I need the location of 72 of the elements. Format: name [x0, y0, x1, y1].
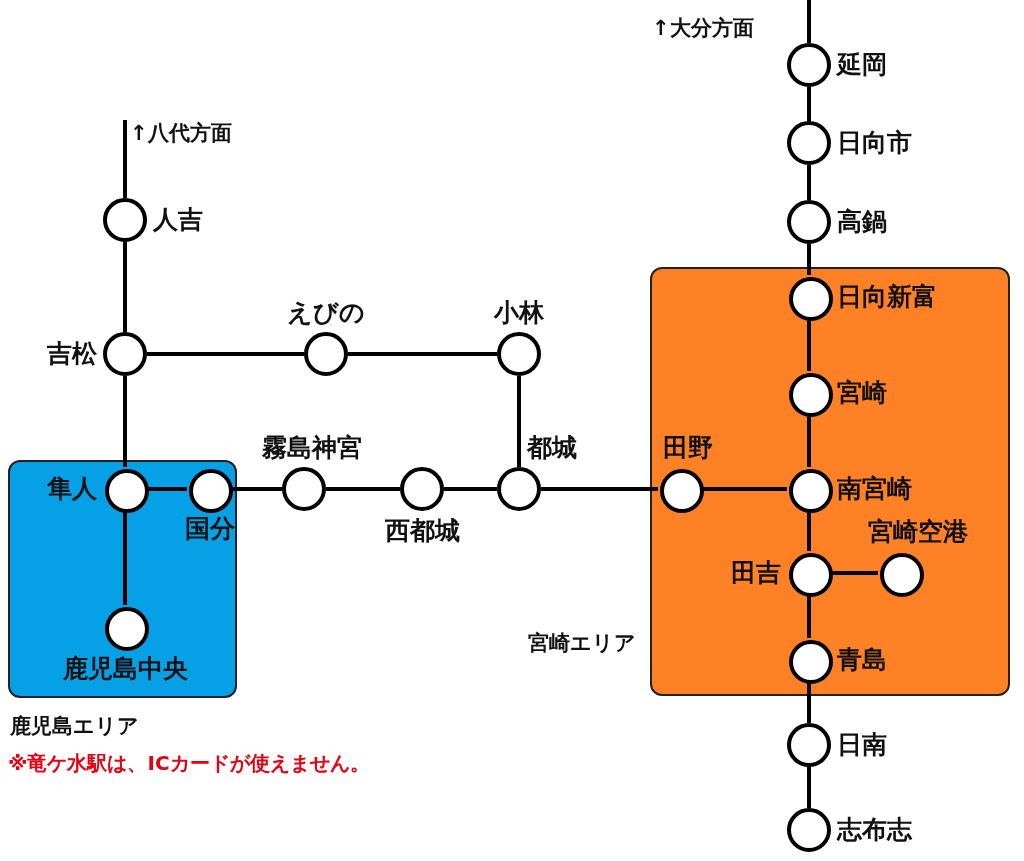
station-circle: [282, 467, 326, 511]
rail-line: [807, 767, 811, 808]
note-text: ※竜ケ水駅は、ICカードが使えません。: [8, 752, 370, 774]
station-name: 高鍋: [837, 208, 887, 236]
station-circle: [787, 200, 831, 244]
rail-line: [807, 0, 811, 43]
rail-line: [807, 165, 811, 200]
rail-line: [444, 487, 497, 491]
station-name: 霧島神宮: [262, 433, 362, 461]
rail-line: [807, 595, 811, 638]
rail-line: [807, 511, 811, 551]
area-caption: 宮崎エリア: [528, 630, 636, 657]
rail-line: [147, 487, 187, 491]
direction-label: ↑八代方面: [130, 122, 232, 146]
station-circle: [660, 469, 704, 513]
station-name: 延岡: [837, 51, 887, 79]
station-circle: [787, 808, 831, 852]
station-name: 志布志: [837, 816, 912, 844]
rail-line: [807, 415, 811, 467]
station-circle: [789, 469, 833, 513]
station-circle: [105, 469, 149, 513]
station-circle: [787, 723, 831, 767]
station-name: 日向新富: [837, 283, 937, 311]
station-circle: [789, 640, 833, 684]
rail-line: [807, 244, 811, 275]
rail-line: [348, 352, 497, 356]
rail-line: [123, 242, 127, 332]
rail-line: [123, 120, 127, 198]
station-name: 田野: [663, 433, 713, 461]
rail-line: [807, 87, 811, 121]
station-name: 人吉: [153, 206, 203, 234]
station-name: 日向市: [837, 129, 912, 157]
station-name: 国分: [185, 515, 235, 543]
rail-line: [702, 487, 787, 491]
rail-line: [517, 376, 521, 467]
rail-line: [326, 487, 400, 491]
station-circle: [103, 198, 147, 242]
rail-line: [123, 376, 127, 467]
station-circle: [880, 553, 924, 597]
rail-line: [541, 487, 658, 491]
station-name: 西都城: [384, 517, 460, 545]
station-circle: [497, 332, 541, 376]
station-name: 隼人: [47, 475, 97, 503]
rail-line: [807, 319, 811, 371]
station-circle: [105, 607, 149, 651]
station-name: 鹿児島中央: [62, 655, 188, 683]
station-name: 都城: [527, 433, 577, 461]
station-name: 宮崎: [837, 379, 887, 407]
station-name: 小林: [494, 298, 544, 326]
rail-line: [831, 571, 878, 575]
station-circle: [497, 467, 541, 511]
station-circle: [189, 469, 233, 513]
station-name: 青島: [837, 646, 887, 674]
station-circle: [787, 43, 831, 87]
station-circle: [789, 277, 833, 321]
station-circle: [789, 373, 833, 417]
station-name: 宮崎空港: [868, 517, 968, 545]
station-name: 日南: [837, 731, 887, 759]
rail-line: [147, 352, 304, 356]
station-circle: [304, 332, 348, 376]
rail-line: [123, 511, 127, 605]
station-circle: [103, 332, 147, 376]
rail-line: [807, 682, 811, 723]
area-caption: 鹿児島エリア: [10, 713, 139, 740]
station-name: えびの: [287, 298, 365, 326]
station-circle: [400, 467, 444, 511]
station-circle: [787, 121, 831, 165]
station-circle: [789, 553, 833, 597]
station-name: 田吉: [731, 559, 781, 587]
direction-label: ↑大分方面: [652, 17, 754, 41]
station-name: 吉松: [47, 340, 97, 368]
station-name: 南宮崎: [837, 475, 912, 503]
